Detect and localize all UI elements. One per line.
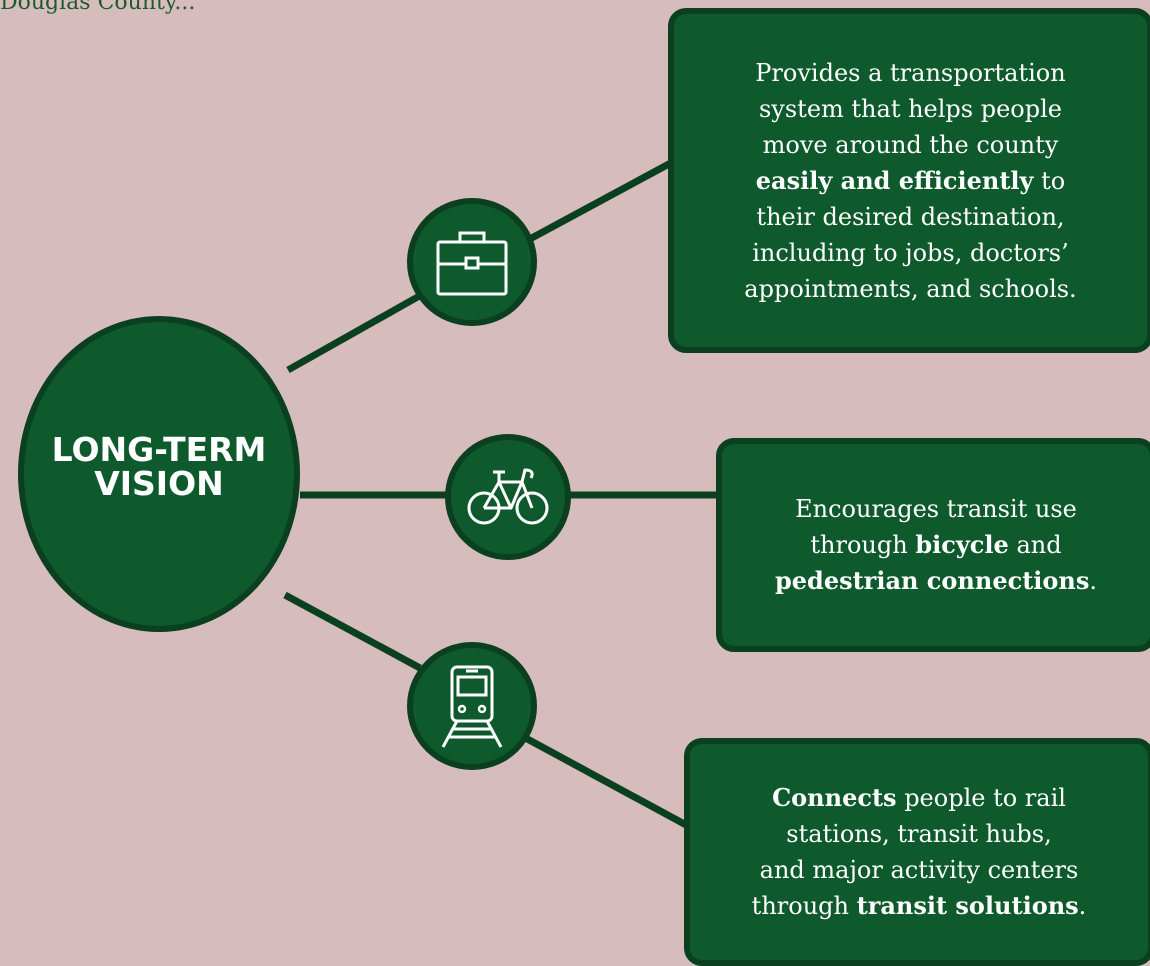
card2-line-1: Encourages transit use: [795, 495, 1077, 523]
connector-hub-briefcase: [286, 286, 432, 374]
long-term-vision-hub: LONG-TERM VISION: [18, 316, 300, 632]
card1-line-3: move around the county: [762, 130, 1059, 159]
train-node: [407, 642, 537, 770]
card2-line-3-tail: .: [1089, 567, 1098, 595]
card2-bold-bicycle: bicycle: [915, 530, 1009, 559]
bicycle-icon: [467, 468, 549, 525]
hub-label-line-2: VISION: [94, 464, 224, 503]
card1-line-2: system that helps people: [758, 94, 1062, 123]
card1-line-1: Provides a transportation: [755, 58, 1066, 87]
connector-briefcase-card: [526, 154, 682, 244]
card3-line-1: Connects people to rail: [690, 780, 1148, 816]
card1-line-6: including to jobs, doctors’: [752, 238, 1069, 267]
card1-bold-easily: easily and efficiently: [755, 165, 1034, 195]
card1-line-4: easily and efficiently to: [674, 163, 1147, 199]
card3-line-2: stations, transit hubs,: [786, 820, 1052, 848]
card3-bold-transit-solutions: transit solutions: [856, 891, 1079, 920]
connector-hub-train: [283, 591, 422, 672]
card3-line-3: and major activity centers: [759, 856, 1079, 884]
card3-bold-connects: Connects: [772, 783, 897, 812]
card2-line-2-tail: and: [1008, 531, 1062, 559]
card1-line-7: appointments, and schools.: [744, 274, 1077, 303]
card1-line-4-tail: to: [1033, 166, 1066, 195]
briefcase-icon: [436, 231, 508, 296]
hub-label-line-1: LONG-TERM: [51, 430, 267, 469]
card2-line-3: pedestrian connections.: [722, 563, 1150, 599]
train-icon: [441, 665, 503, 748]
card2-line-2: through bicycle and: [722, 527, 1150, 563]
briefcase-node: [407, 198, 537, 326]
hub-label: LONG-TERM VISION: [39, 433, 279, 501]
card2-bold-pedestrian: pedestrian connections: [774, 566, 1090, 595]
card2-line-2-pre: through: [810, 531, 916, 559]
bicycle-node: [445, 434, 571, 560]
connector-train-card: [518, 731, 690, 830]
card3-line-4-tail: .: [1078, 892, 1087, 920]
header-text: Douglas County...: [0, 0, 196, 15]
card3-line-1-tail: people to rail: [896, 784, 1066, 812]
card-transit-connections: Connects people to rail stations, transi…: [684, 738, 1150, 966]
card-bicycle-pedestrian: Encourages transit use through bicycle a…: [716, 438, 1150, 652]
card1-line-5: their desired destination,: [756, 202, 1065, 231]
card3-line-4-pre: through: [751, 892, 857, 920]
card3-line-4: through transit solutions.: [690, 888, 1148, 924]
card-transportation-system: Provides a transportation system that he…: [668, 8, 1150, 353]
